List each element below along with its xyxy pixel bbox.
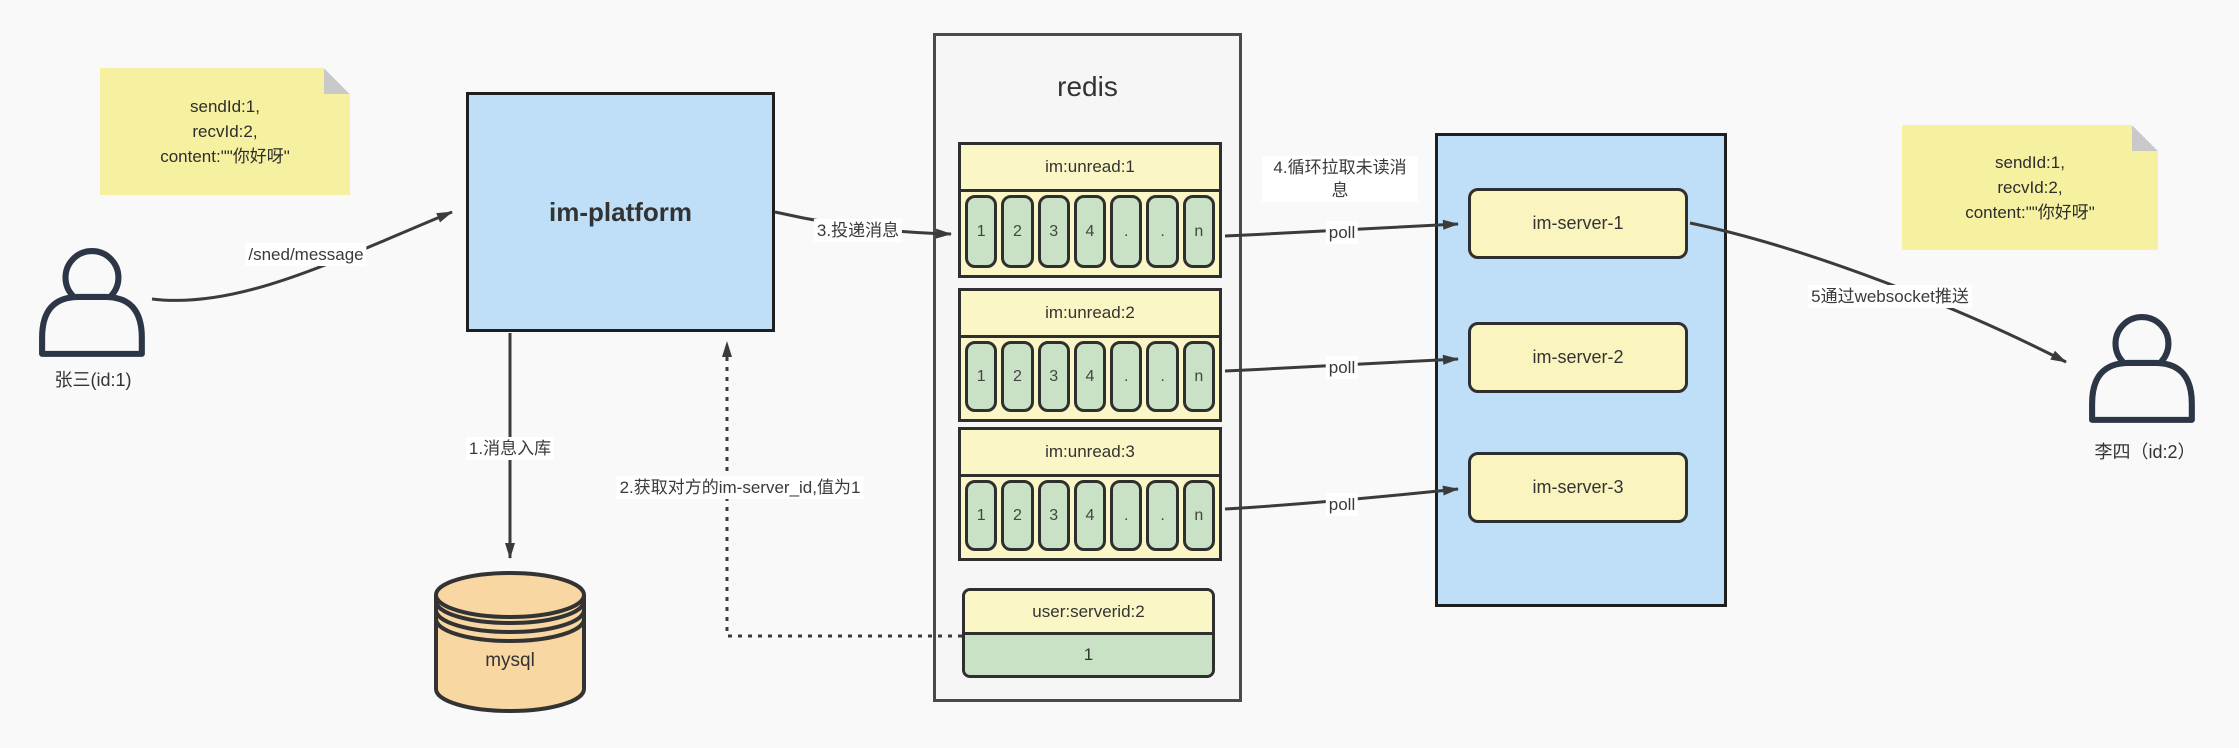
user-serverid-map: user:serverid:2 1: [962, 588, 1215, 678]
queue-cells: 1 2 3 4 . . n: [965, 341, 1215, 412]
im-server-1-box: im-server-1: [1468, 188, 1688, 259]
queue-cell: 2: [1001, 341, 1034, 412]
unread-queue-1: im:unread:1 1 2 3 4 . . n: [958, 142, 1222, 278]
queue-title: im:unread:2: [961, 291, 1219, 338]
queue-cell: 1: [965, 341, 998, 412]
queue-cell: .: [1110, 480, 1143, 551]
note-line: recvId:2,: [1997, 178, 2063, 197]
queue-title: im:unread:1: [961, 145, 1219, 192]
im-platform-box: im-platform: [466, 92, 775, 332]
message-note-left: sendId:1, recvId:2, content:""你好呀": [100, 68, 350, 195]
step1-label: 1.消息入库: [465, 437, 555, 460]
database-icon: [434, 571, 586, 713]
note-line: sendId:1,: [190, 97, 260, 116]
im-server-label: im-server-3: [1532, 477, 1624, 497]
send-api-label: /sned/message: [245, 243, 367, 266]
im-server-cluster-box: im-server-1 im-server-2 im-server-3: [1435, 133, 1727, 607]
note-fold-corner: [324, 68, 350, 94]
queue-cell: 4: [1073, 195, 1107, 268]
im-server-2-box: im-server-2: [1468, 322, 1688, 393]
queue-cell: n: [1182, 480, 1215, 551]
receiver-label: 李四（id:2）: [2094, 442, 2196, 462]
queue-cell: 2: [1001, 480, 1034, 551]
queue-cell: 4: [1073, 480, 1107, 551]
person-icon: [39, 248, 145, 357]
message-note-right: sendId:1, recvId:2, content:""你好呀": [1902, 125, 2158, 250]
note-line: content:""你好呀": [1965, 203, 2095, 222]
unread-queue-2: im:unread:2 1 2 3 4 . . n: [958, 288, 1222, 422]
queue-cells: 1 2 3 4 . . n: [965, 480, 1215, 551]
person-icon: [2089, 314, 2195, 423]
im-server-label: im-server-1: [1532, 213, 1624, 233]
step5-label: 5通过websocket推送: [1808, 285, 1972, 308]
sender-label: 张三(id:1): [54, 370, 132, 390]
note-fold-corner: [2132, 125, 2158, 151]
queue-cell: 1: [965, 480, 998, 551]
queue-cell: .: [1110, 195, 1143, 268]
queue-cells: 1 2 3 4 . . n: [965, 195, 1215, 268]
note-line: sendId:1,: [1995, 153, 2065, 172]
poll-label-1: poll: [1325, 221, 1359, 244]
step3-label: 3.投递消息: [813, 219, 903, 242]
mysql-label: mysql: [485, 650, 535, 671]
queue-cell: n: [1182, 195, 1215, 268]
queue-cell: 3: [1037, 480, 1070, 551]
map-value: 1: [965, 635, 1212, 675]
poll-label-3: poll: [1325, 493, 1359, 516]
step2-label: 2.获取对方的im-server_id,值为1: [616, 476, 864, 499]
unread-queue-3: im:unread:3 1 2 3 4 . . n: [958, 427, 1222, 561]
queue-cell: 1: [965, 195, 998, 268]
queue-title: im:unread:3: [961, 430, 1219, 477]
map-key: user:serverid:2: [965, 591, 1212, 635]
note-line: content:""你好呀": [160, 147, 290, 166]
queue-cell: n: [1182, 341, 1215, 412]
poll-label-2: poll: [1325, 356, 1359, 379]
queue-cell: 2: [1001, 195, 1034, 268]
redis-title: redis: [1057, 71, 1118, 102]
queue-cell: .: [1110, 341, 1143, 412]
queue-cell: .: [1146, 480, 1179, 551]
queue-cell: 4: [1073, 341, 1107, 412]
im-server-3-box: im-server-3: [1468, 452, 1688, 523]
queue-cell: 3: [1037, 341, 1070, 412]
note-line: recvId:2,: [192, 122, 258, 141]
im-platform-label: im-platform: [549, 196, 692, 227]
step4-label: 4.循环拉取未读消息: [1262, 156, 1418, 202]
queue-cell: .: [1146, 195, 1179, 268]
im-server-label: im-server-2: [1532, 347, 1624, 367]
redis-box: redis im:unread:1 1 2 3 4 . . n im:unrea…: [933, 33, 1242, 702]
queue-cell: .: [1146, 341, 1179, 412]
queue-cell: 3: [1037, 195, 1070, 268]
